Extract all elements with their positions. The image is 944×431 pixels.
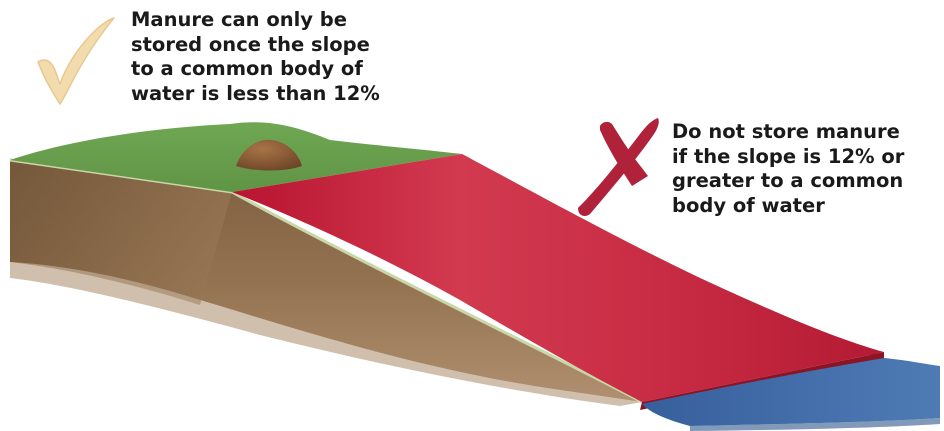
x-mark-icon	[578, 118, 659, 216]
acceptable-slope-caption: Manure can only be stored once the slope…	[131, 8, 380, 106]
acceptable-caption-line-3: to a common body of	[131, 57, 380, 82]
acceptable-caption-line-1: Manure can only be	[131, 8, 380, 33]
acceptable-caption-line-4: water is less than 12%	[131, 82, 380, 107]
acceptable-caption-line-2: stored once the slope	[131, 33, 380, 58]
unacceptable-slope-caption: Do not store manure if the slope is 12% …	[672, 120, 904, 218]
unacceptable-caption-line-3: greater to a common	[672, 169, 904, 194]
unacceptable-caption-line-2: if the slope is 12% or	[672, 145, 904, 170]
unacceptable-caption-line-4: body of water	[672, 194, 904, 219]
checkmark-icon	[38, 18, 114, 104]
unacceptable-caption-line-1: Do not store manure	[672, 120, 904, 145]
